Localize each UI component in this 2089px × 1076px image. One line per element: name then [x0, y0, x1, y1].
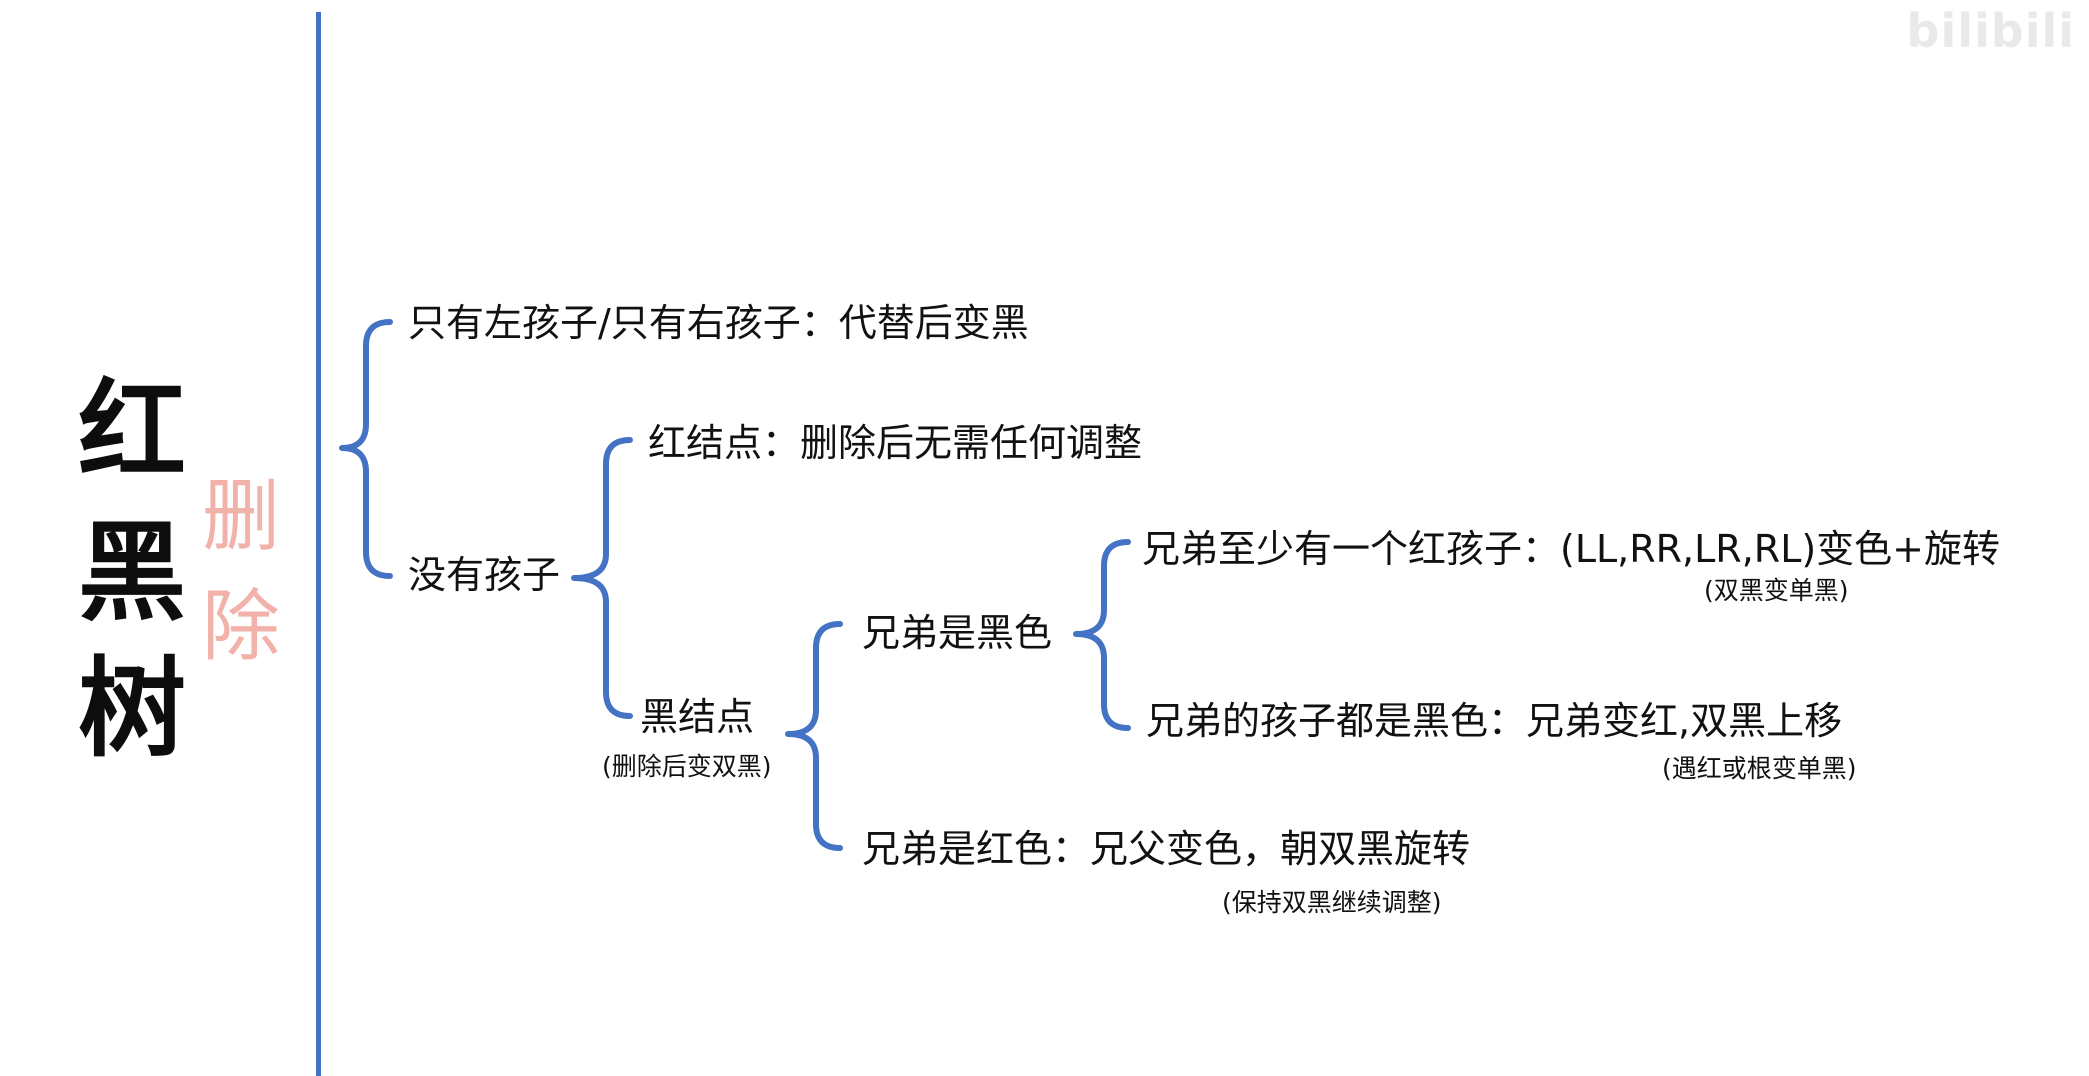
note-sibling-red: (保持双黑继续调整): [1222, 888, 1442, 917]
bracket-no-child: [571, 437, 633, 719]
note-black-node: (删除后变双黑): [602, 752, 772, 781]
title-char-2: 黑: [78, 511, 187, 636]
node-sibling-red: 兄弟是红色：兄父变色，朝双黑旋转: [862, 827, 1471, 871]
note-sibling-black-black-children: (遇红或根变单黑): [1662, 754, 1857, 783]
title-char-3: 树: [78, 647, 187, 772]
node-black-node: 黑结点: [640, 695, 755, 739]
watermark-logo: bilibili: [1906, 4, 2075, 58]
subtitle-char-2: 除: [202, 582, 281, 672]
bracket-root: [339, 319, 393, 579]
node-sibling-black-red-child: 兄弟至少有一个红孩子：(LL,RR,LR,RL)变色+旋转: [1142, 527, 2001, 571]
node-one-child: 只有左孩子/只有右孩子：代替后变黑: [408, 301, 1029, 345]
title-char-1: 红: [78, 369, 187, 494]
note-sibling-black-red-child: (双黑变单黑): [1704, 576, 1849, 605]
bracket-black-node: [785, 621, 843, 851]
vertical-divider: [316, 12, 321, 1076]
node-sibling-black: 兄弟是黑色: [862, 611, 1053, 655]
node-no-child: 没有孩子: [408, 553, 561, 597]
node-red-node: 红结点：删除后无需任何调整: [648, 421, 1143, 465]
node-sibling-black-black-children: 兄弟的孩子都是黑色：兄弟变红,双黑上移: [1146, 699, 1843, 743]
subtitle-char-1: 删: [202, 472, 281, 562]
bracket-sibling-black: [1073, 539, 1131, 731]
